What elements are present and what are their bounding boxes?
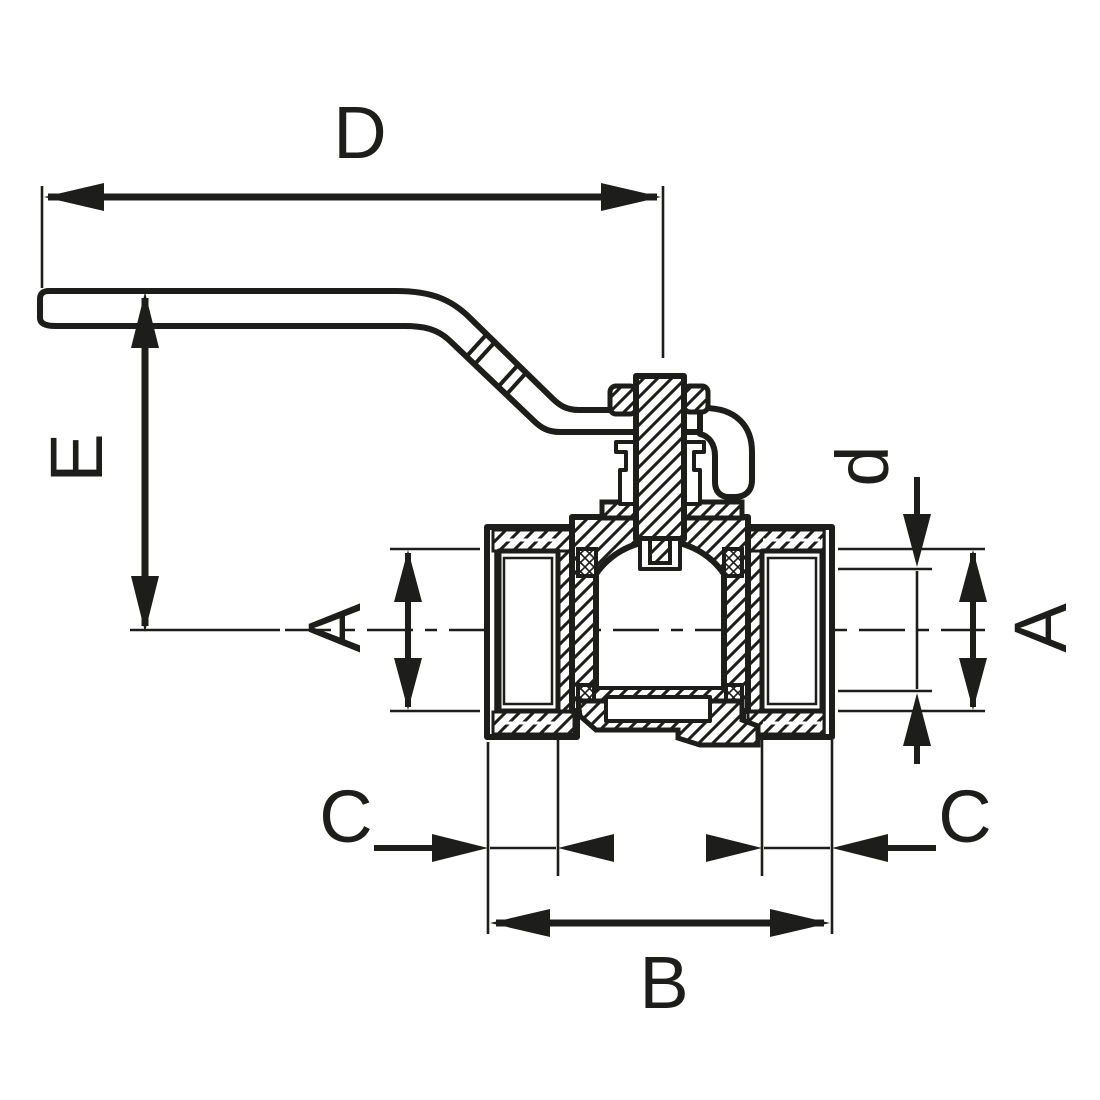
arrowhead-right-icon: [706, 834, 762, 862]
dim-label-E: E: [35, 433, 118, 482]
dimension-d: d: [821, 445, 932, 764]
gland-right: [684, 440, 706, 506]
dim-label-D: D: [333, 91, 386, 174]
dim-label-C-left: C: [319, 775, 372, 858]
stem-tongue: [648, 537, 672, 565]
arrowhead-right-icon: [770, 909, 830, 937]
dimension-A-left: A: [293, 547, 480, 713]
left-thread-bore: [496, 538, 561, 725]
dimension-C-left: C: [319, 736, 614, 934]
arrowhead-left-icon: [558, 834, 614, 862]
arrowhead-right-icon: [432, 834, 488, 862]
arrowhead-up-icon: [903, 693, 931, 746]
stem-assembly: [607, 373, 711, 571]
handle-end-hook: [697, 405, 755, 500]
handle-grip-ticks: [464, 333, 528, 397]
arrowhead-right-icon: [601, 183, 661, 211]
seat-top-left: [576, 547, 598, 578]
left-bore: [496, 548, 561, 714]
dimension-E: E: [35, 292, 159, 632]
stem-nut-right: [681, 383, 711, 415]
handle-lever-outline: [37, 288, 709, 435]
dim-label-C-right: C: [938, 775, 991, 858]
right-bore: [759, 548, 825, 714]
bottom-end-piece: [575, 686, 761, 748]
dimension-C-right: C: [706, 737, 992, 934]
arrowhead-down-icon: [394, 658, 422, 710]
bottom-plug-slot: [604, 695, 712, 723]
arrowhead-down-icon: [959, 658, 987, 710]
arrowhead-left-icon: [44, 183, 104, 211]
left-thread-line: [502, 556, 554, 706]
valve-body: [484, 499, 835, 748]
arrowhead-down-icon: [903, 514, 931, 567]
dimension-D: D: [40, 91, 665, 358]
dim-label-A-right: A: [999, 603, 1082, 653]
arrowhead-up-icon: [131, 292, 159, 348]
stem-nut-left: [607, 383, 639, 417]
seat-top-right: [722, 547, 744, 578]
arrowhead-down-icon: [131, 576, 159, 632]
dimension-B: B: [490, 909, 830, 1024]
dim-label-d: d: [821, 445, 904, 486]
right-thread-line: [766, 556, 818, 706]
stem-column: [633, 373, 687, 542]
lever-handle: [37, 288, 755, 500]
arrowhead-left-icon: [832, 834, 888, 862]
arrowhead-up-icon: [394, 550, 422, 602]
arrowhead-left-icon: [490, 909, 550, 937]
gland-left: [614, 440, 636, 506]
dim-label-B: B: [639, 941, 688, 1024]
dimension-A-right: A: [838, 547, 1082, 713]
arrowhead-up-icon: [959, 550, 987, 602]
dim-label-A-left: A: [293, 603, 376, 653]
right-thread-bore: [759, 538, 825, 725]
